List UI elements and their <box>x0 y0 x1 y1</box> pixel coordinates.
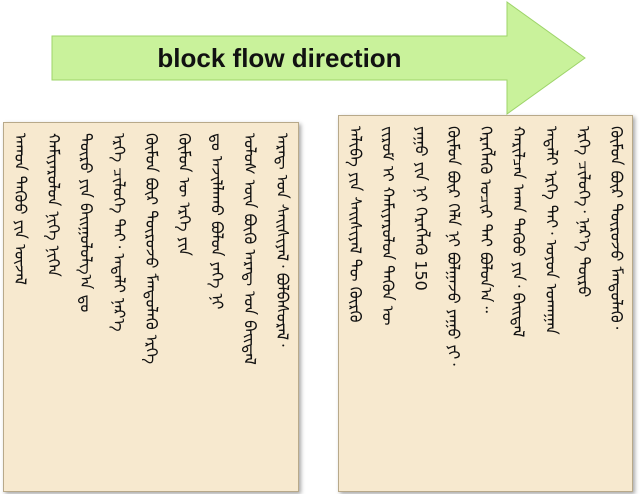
text-line: ᠡᠷᠬᠡ ᠴᠢᠯᠦᠭᠡ ᠲᠡᠢ᠂ ᠠᠳᠠᠯᠢ ᠨᠡᠷ᠎ᠡ <box>109 133 129 332</box>
text-line: ᠵᠢᠷᠤᠮ ᠢ ᠬᠠᠮᠢᠶᠠᠷᠤᠯᠤᠨ ᠲᠡᠭᠦᠨ ᠦ <box>378 126 398 326</box>
text-columns-left: ᠠᠷᠠᠳ᠋ ᠤᠨ ᠰᠠᠢᠰᠢᠶᠠᠯ᠂ ᠪᠣᠯᠪᠠᠰᠤᠷᠠᠯ᠂ ᠤᠯᠤᠰ ᠦᠨ ᠪᠦ… <box>10 133 292 481</box>
text-line: ᠠᠯᠢᠪᠠ ᠶᠢᠨ ᠰᠠᠢᠰᠢᠶᠠᠯ ᠲᠦ ᠬᠦᠷᠬᠦ <box>346 126 365 323</box>
text-line: ᠠᠷᠠᠳ᠋ ᠤᠨ ᠰᠠᠢᠰᠢᠶᠠᠯ᠂ ᠪᠣᠯᠪᠠᠰᠤᠷᠠᠯ᠂ <box>273 133 292 347</box>
text-line: ᠬᠡᠷᠡᠭᠯᠡᠬᠦ ᠤᠴᠢᠷ ᠲᠠᠢ ᠪᠣᠯᠤᠨ᠎ᠠ᠃ <box>476 126 496 313</box>
text-line: ᠳᠤ ᠠᠵᠢᠯᠯᠠᠬᠤ ᠪᠣᠯᠤᠨ ᠶᠡᠬᠡ ᠨᠢ <box>207 133 227 310</box>
text-line: ᠬᠠᠮᠢᠶᠠᠷᠤᠯᠤᠨ ᠨᠢᠭᠡ ᠨᠢᠭᠡᠨ <box>43 133 63 277</box>
text-line: ᠲᠥᠷᠥ ᠶᠢᠨ ᠪᠠᠢᠭᠤᠯᠤᠯᠭ᠎ᠠ ᠳᠤ <box>76 133 96 313</box>
text-block-right: ᠬᠦᠮᠦᠨ ᠪᠦᠷ ᠲᠥᠷᠥᠵᠦ ᠮᠡᠨᠳᠦᠯᠡᠬᠦ᠂ ᠡᠷᠬᠡ ᠴᠢᠯᠦᠭᠡ᠂ … <box>338 115 633 492</box>
arrow-shape <box>51 1 586 115</box>
text-line: ᠬᠦᠮᠦᠨ ᠪᠦᠷ ᠲᠥᠷᠥᠵᠦ ᠮᠡᠨᠳᠦᠯᠡᠬᠦ ᠡᠷᠬᠡ <box>142 133 161 365</box>
arrow-label: block flow direction <box>157 42 402 73</box>
text-line: ᠶᠠᠭᠤ ᠶᠢᠨ ᠨᠢ ᠬᠡᠷᠡᠭᠯᠡᠬᠦ 150 <box>411 126 431 291</box>
text-block-left: ᠠᠷᠠᠳ᠋ ᠤᠨ ᠰᠠᠢᠰᠢᠶᠠᠯ᠂ ᠪᠣᠯᠪᠠᠰᠤᠷᠠᠯ᠂ ᠤᠯᠤᠰ ᠦᠨ ᠪᠦ… <box>3 122 299 492</box>
text-line: ᠡᠷᠬᠡ ᠴᠢᠯᠦᠭᠡ᠂ ᠨᠡᠷ᠎ᠡ ᠲᠥᠷᠥ <box>574 126 594 298</box>
block-flow-arrow <box>51 1 586 115</box>
text-line: ᠬᠦᠮᠦᠨ ᠪᠦᠷ ᠲᠥᠷᠥᠵᠦ ᠮᠡᠨᠳᠦᠯᠡᠬᠦ᠂ <box>607 126 626 330</box>
text-columns-right: ᠬᠦᠮᠦᠨ ᠪᠦᠷ ᠲᠥᠷᠥᠵᠦ ᠮᠡᠨᠳᠦᠯᠡᠬᠦ᠂ ᠡᠷᠬᠡ ᠴᠢᠯᠦᠭᠡ᠂ … <box>345 126 626 481</box>
text-line: ᠠᠳᠠᠯᠢ ᠡᠷᠬᠡ ᠲᠡᠢ᠂ ᠣᠶᠤᠨ ᠤᠬᠠᠭᠠᠨ <box>541 126 561 335</box>
text-line: ᠬᠦᠮᠦᠨ ᠦ ᠡᠷᠬᠡ ᠶᠢᠨ <box>174 133 194 257</box>
text-line: ᠠᠬᠤᠨ ᠳᠡᠭᠦᠦ ᠶᠢᠨ ᠦᠵᠡᠯ <box>11 133 30 285</box>
text-line: ᠬᠠᠷᠢᠯᠴᠠᠨ ᠠᠬᠠ ᠳᠡᠭᠦᠦ ᠶᠢᠨ᠂ ᠪᠠᠢᠳᠠᠯ <box>509 126 529 338</box>
text-line: ᠤᠯᠤᠰ ᠦᠨ ᠪᠦᠬᠦ ᠠᠷᠠᠳ᠋ ᠤᠨ ᠪᠠᠢᠳᠠᠯ <box>240 133 260 365</box>
text-line: ᠬᠦᠮᠦᠨ ᠪᠦᠷ ᠬᠡᠯᠡ ᠨᠢ ᠪᠣᠯᠭᠠᠵᠤ ᠶᠠᠭᠤ ᠶᠢ᠂ <box>443 126 463 366</box>
